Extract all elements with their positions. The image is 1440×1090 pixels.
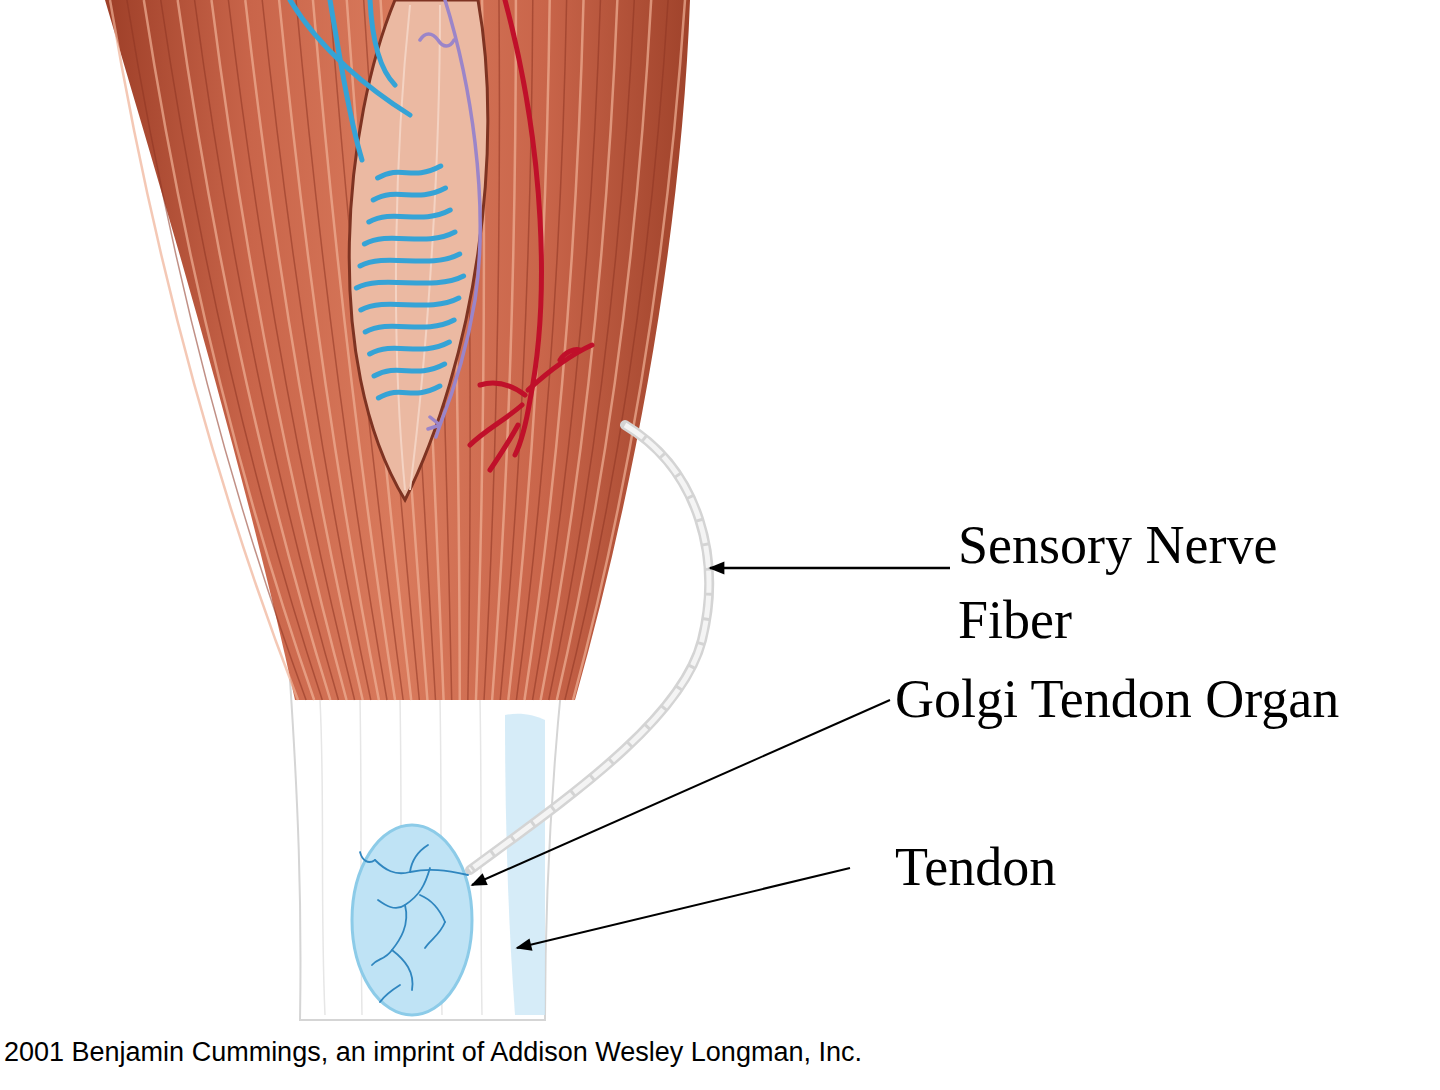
- annulospiral-coil: [378, 386, 439, 398]
- annulospiral-coil: [365, 320, 454, 332]
- structure-label: Tendon: [895, 835, 1056, 900]
- copyright-notice: 2001 Benjamin Cummings, an imprint of Ad…: [4, 1036, 862, 1068]
- annulospiral-coil: [374, 364, 445, 376]
- annulospiral-coil: [378, 166, 441, 178]
- muscle-striation: [211, 0, 346, 700]
- flower-spray-ending: [420, 0, 480, 437]
- tendon-sheath: [505, 714, 545, 1015]
- motor-nerve: [470, 0, 592, 470]
- leader-line: [710, 567, 950, 570]
- structure-label: Sensory Nerve Fiber: [958, 508, 1358, 658]
- annulospiral-coil: [356, 276, 463, 288]
- annulospiral-coil: [370, 342, 450, 354]
- sensory-nerve-fiber: [470, 425, 709, 870]
- annulospiral-coil: [360, 254, 460, 266]
- sensory-nerve-fiber-myelin: [470, 425, 709, 870]
- annulospiral-coil: [364, 232, 455, 244]
- annulospiral-coil: [373, 188, 445, 200]
- muscle-striation: [549, 0, 635, 700]
- structure-label: Golgi Tendon Organ: [895, 667, 1339, 732]
- muscle-spindle: [349, 0, 488, 500]
- muscle-striation: [557, 0, 651, 700]
- muscle-belly: [105, 0, 690, 700]
- spindle-fibers: [396, 5, 440, 490]
- annulospiral-endings: [356, 166, 463, 398]
- golgi-tendon-organ: [352, 825, 472, 1015]
- muscle-striation: [533, 0, 601, 700]
- tendon: [290, 680, 562, 1020]
- tendon-fibers: [320, 700, 482, 1015]
- gto-nerve-branches: [360, 845, 468, 1002]
- muscle-striation: [492, 0, 516, 700]
- muscle-striation: [573, 0, 685, 700]
- leader-line: [472, 700, 890, 885]
- leader-line: [517, 868, 850, 948]
- muscle-striations: [110, 0, 685, 700]
- annulospiral-coil: [369, 210, 450, 222]
- muscle-striation: [245, 0, 362, 700]
- muscle-striation: [144, 0, 314, 700]
- annulospiral-coil: [361, 298, 459, 310]
- muscle-striation: [228, 0, 354, 700]
- muscle-striation: [524, 0, 583, 700]
- gamma-motor-fibers: [290, 0, 410, 160]
